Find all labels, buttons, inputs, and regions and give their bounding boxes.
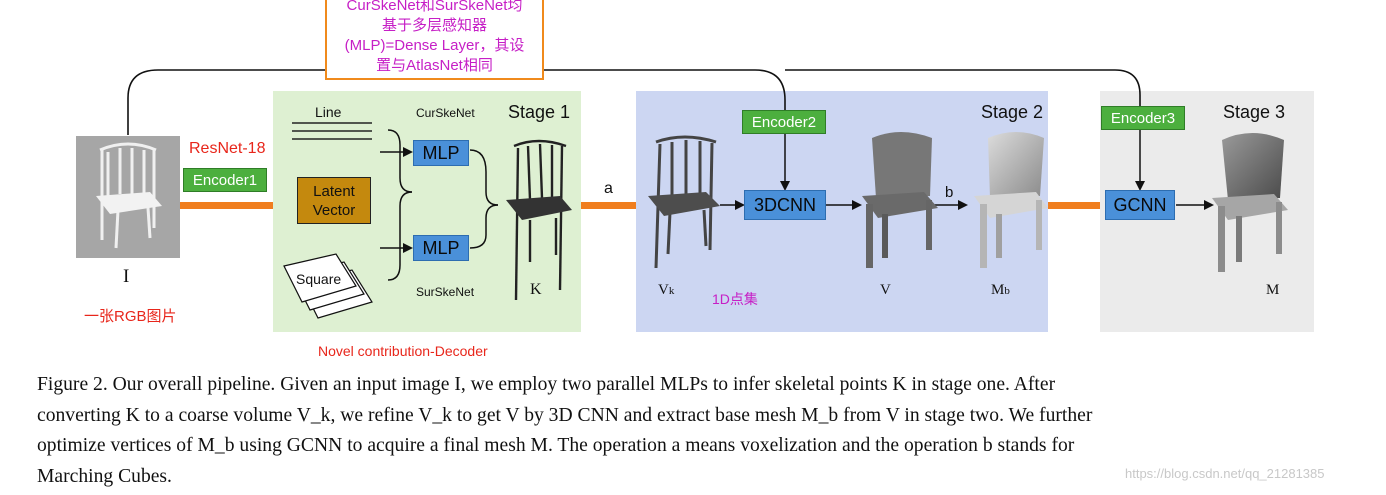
surskenet-label: SurSkeNet	[416, 285, 475, 299]
mb-main: M	[991, 282, 1005, 298]
watermark: https://blog.csdn.net/qq_21281385	[1125, 466, 1325, 481]
v-symbol: V	[880, 282, 891, 298]
orange-connector-3	[1048, 202, 1100, 209]
line-primitive	[292, 122, 372, 140]
latent-vector-block: Latent Vector	[297, 177, 371, 224]
op-b-label: b	[945, 184, 954, 201]
encoder1-block: Encoder1	[183, 168, 267, 192]
input-caption-cn: 一张RGB图片	[84, 308, 177, 325]
mb-sub: b	[1004, 285, 1010, 297]
curskenet-label: CurSkeNet	[416, 106, 475, 120]
encoder3-block: Encoder3	[1101, 106, 1185, 130]
stage1-title: Stage 1	[508, 102, 571, 122]
m-symbol: M	[1266, 282, 1280, 298]
gcnn-block: GCNN	[1105, 190, 1175, 220]
vk-sub: k	[668, 285, 675, 297]
square-label: Square	[296, 271, 342, 287]
mb-chair	[974, 132, 1048, 268]
note-line-3: (MLP)=Dense Layer，其设	[344, 37, 525, 54]
vk-symbol: Vk	[658, 282, 674, 299]
mlp-note-box: CurSkeNet和SurSkeNet均 基于多层感知器 (MLP)=Dense…	[325, 0, 544, 80]
mb-symbol: Mb	[991, 282, 1010, 299]
line-label: Line	[315, 104, 342, 120]
op-a-label: a	[604, 180, 613, 197]
stage3-title: Stage 3	[1223, 102, 1286, 122]
k-symbol: K	[530, 281, 542, 298]
figure-caption: Figure 2. Our overall pipeline. Given an…	[37, 370, 1367, 492]
skeleton-chair	[513, 139, 567, 301]
caption-line-4: Marching Cubes.	[37, 465, 172, 487]
square-stack	[283, 253, 373, 319]
stage2-title: Stage 2	[981, 102, 1044, 122]
3dcnn-block: 3DCNN	[744, 190, 826, 220]
note-line-2: 基于多层感知器	[381, 17, 487, 34]
vk-main: V	[658, 282, 669, 298]
points-cn-label: 1D点集	[712, 291, 758, 307]
decoder-note: Novel contribution-Decoder	[318, 343, 488, 359]
encoder2-block: Encoder2	[742, 110, 826, 134]
caption-line-2: converting K to a coarse volume V_k, we …	[37, 404, 1093, 426]
input-chair	[99, 142, 157, 249]
note-line-4: 置与AtlasNet相同	[376, 57, 493, 74]
caption-line-1: Figure 2. Our overall pipeline. Given an…	[37, 374, 1056, 395]
note-line-1: CurSkeNet和SurSkeNet均	[346, 0, 523, 14]
latent-line-1: Latent	[313, 182, 355, 200]
mlp-top-block: MLP	[413, 140, 469, 166]
orange-connector-1	[180, 202, 273, 209]
v-chair	[862, 132, 938, 268]
orange-connector-2	[581, 202, 636, 209]
caption-line-3: optimize vertices of M_b using GCNN to a…	[37, 435, 1075, 456]
resnet-label: ResNet-18	[189, 140, 266, 157]
input-symbol: I	[123, 266, 130, 287]
mlp-bottom-block: MLP	[413, 235, 469, 261]
m-chair	[1212, 133, 1288, 272]
latent-line-2: Vector	[312, 201, 356, 219]
